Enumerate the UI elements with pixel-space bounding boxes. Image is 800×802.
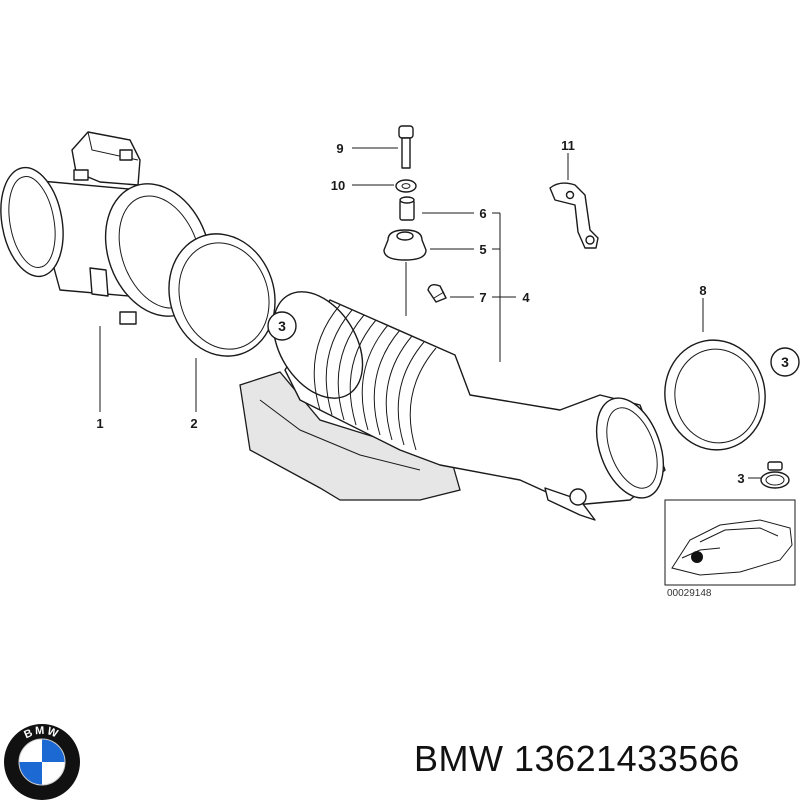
circled-3-left: 3 [278,318,286,334]
clip-7 [427,283,447,303]
callout-7: 7 [479,290,486,305]
bellows-ribs [313,304,437,451]
car-locator-inset [664,499,796,586]
callout-9: 9 [336,141,343,156]
callout-10: 10 [331,178,345,193]
callout-11: 11 [561,138,575,153]
brand-name: BMW [414,738,504,779]
callout-3-small: 3 [737,471,744,486]
callout-6: 6 [479,206,486,221]
callout-labels: 1 2 9 10 6 5 7 4 11 8 3 [96,138,744,486]
clamp-ring-2 [168,233,276,357]
circled-marker-right: 3 [770,347,800,377]
bracket-11 [549,182,599,249]
sleeve-6 [399,196,415,221]
callout-4: 4 [522,290,530,305]
washer-10 [395,179,417,193]
clamp-ring-8 [664,339,766,451]
svg-text:BMW: BMW [22,725,61,741]
logo-letters: BMW [22,725,59,741]
bmw-logo: BMW [4,724,80,800]
rubber-mount-5 [383,229,427,261]
callout-2: 2 [190,416,197,431]
circled-marker-left: 3 [267,311,297,341]
part-number: 13621433566 [514,738,740,779]
callout-8: 8 [699,283,706,298]
part-caption: BMW 13621433566 [414,738,740,780]
callout-5: 5 [479,242,486,257]
bolt-9 [398,125,414,169]
diagram-id: 00029148 [667,588,712,599]
hose-clamp-3 [760,461,790,489]
intake-boot [239,291,666,521]
circled-3-right: 3 [781,354,789,370]
leader-lines [99,147,762,479]
callout-1: 1 [96,416,103,431]
